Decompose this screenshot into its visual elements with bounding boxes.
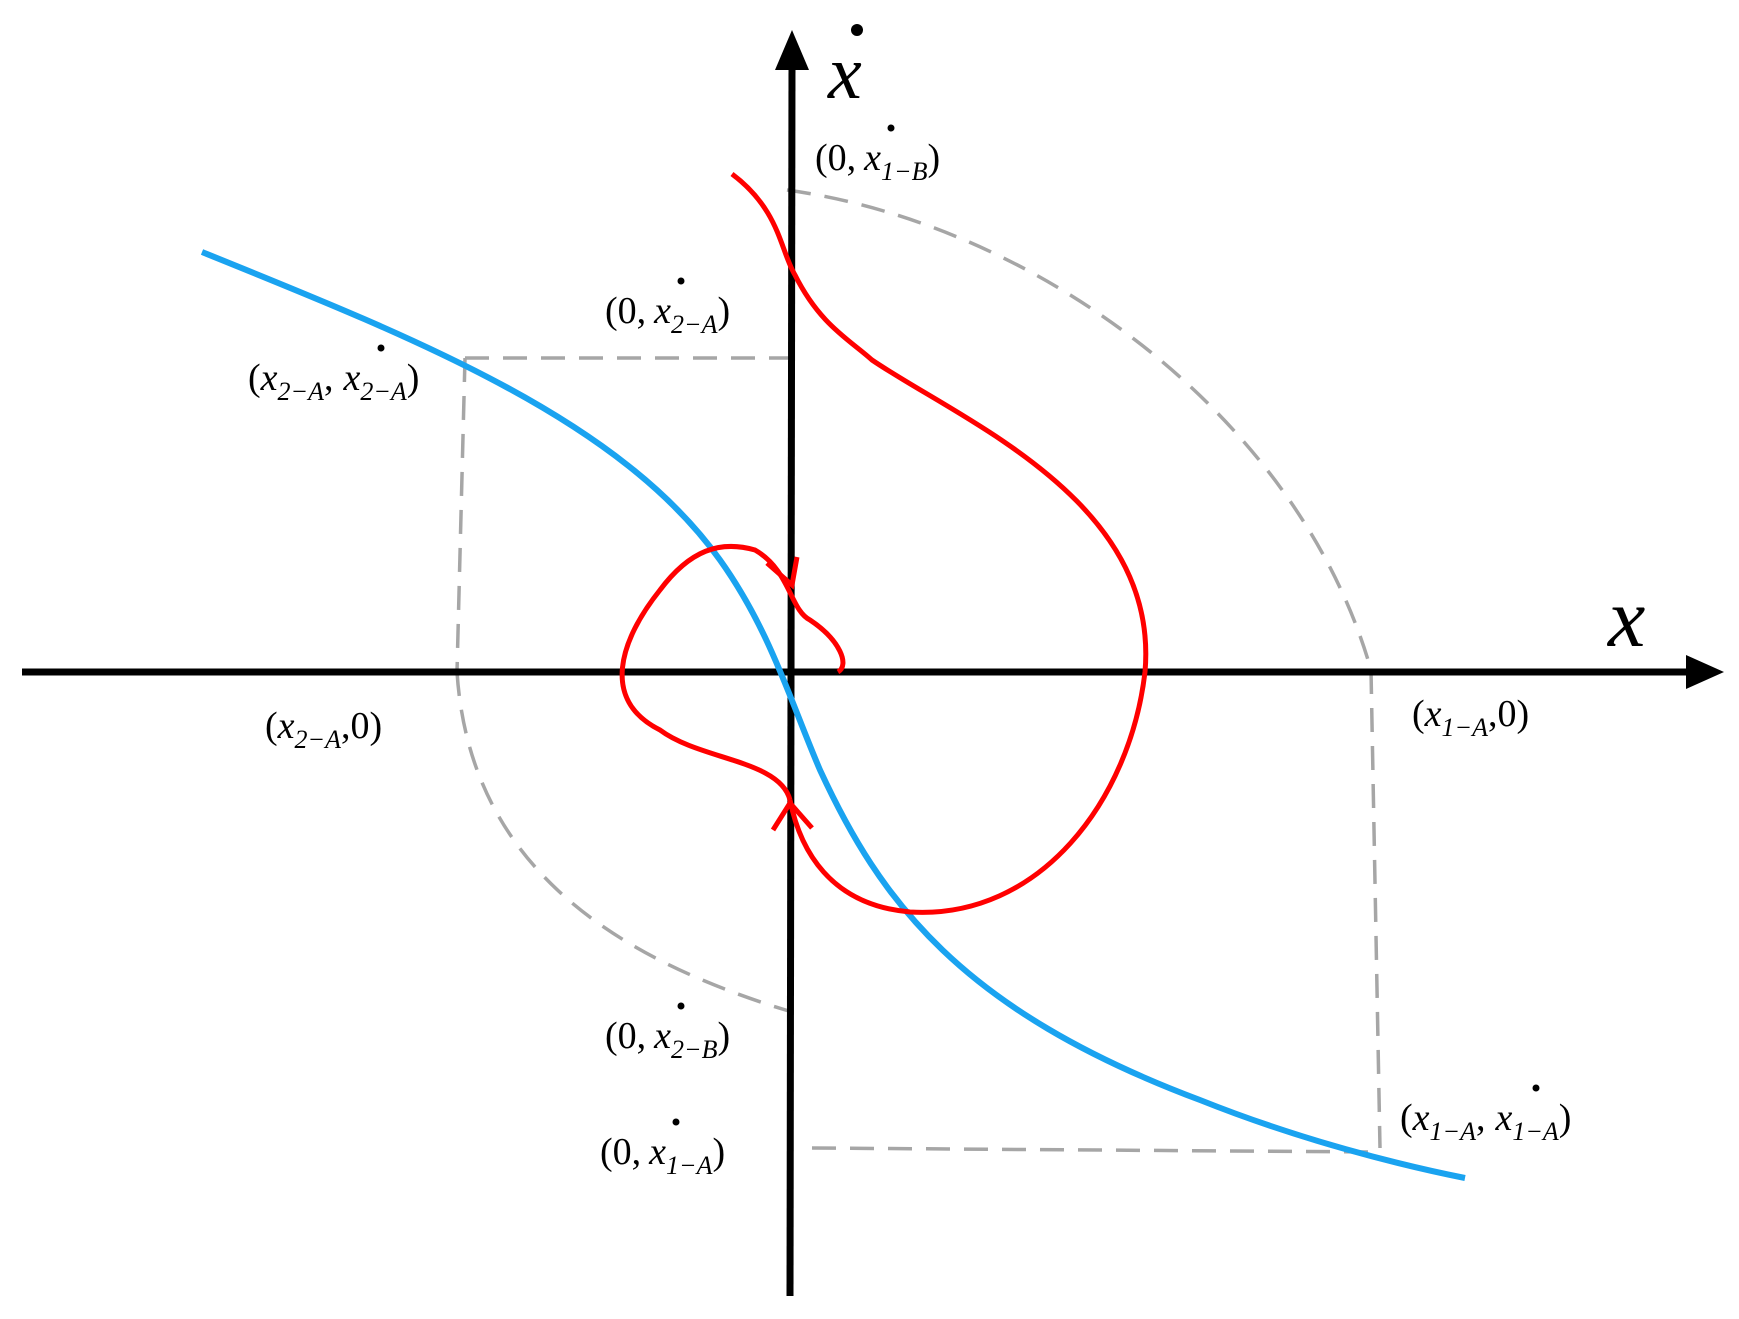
- label-y-1A: (0,x1−A): [600, 1118, 725, 1180]
- label-y-2B-dot: [677, 1002, 685, 1010]
- label-point-1A-text: (x1−A,x1−A): [1400, 1097, 1571, 1146]
- point-labels: (0,x1−B) (0,x2−A) (x2−A,x2−A): [248, 124, 1571, 1180]
- label-y-2B: (0,x2−B): [605, 1002, 730, 1064]
- blue-curve: [200, 249, 1466, 1181]
- dashed-inner-arc: [455, 671, 793, 1014]
- x-axis-arrowhead: [1686, 655, 1724, 689]
- label-y-2A-text: (0,x2−A): [605, 290, 730, 339]
- dashed-x2A-vertical: [455, 357, 467, 673]
- axes: [22, 30, 1724, 1297]
- label-y-2A: (0,x2−A): [605, 277, 730, 339]
- dashed-x1A-horizontal: [811, 1146, 1377, 1154]
- red-arrow-lower: [770, 798, 814, 832]
- label-x-1A-text: (x1−A,0): [1412, 693, 1529, 742]
- y-axis-label-dot: [851, 24, 863, 36]
- red-arrow-upper: [765, 556, 800, 590]
- label-point-2A-dot: [377, 344, 385, 352]
- label-point-1A: (x1−A,x1−A): [1400, 1084, 1571, 1146]
- red-outer-loop: [730, 172, 1149, 915]
- x-axis-label: x: [1606, 572, 1645, 665]
- dashed-outer-arc: [786, 188, 1373, 671]
- label-y-2B-text: (0,x2−B): [605, 1015, 730, 1064]
- label-y-1A-text: (0,x1−A): [600, 1131, 725, 1180]
- red-trajectories: [619, 172, 1149, 915]
- y-axis-label: x: [827, 31, 862, 115]
- dashed-x1A-vertical: [1369, 669, 1382, 1149]
- label-y-2A-dot: [677, 277, 685, 285]
- label-point-2A-text: (x2−A,x2−A): [248, 357, 419, 406]
- label-x-1A: (x1−A,0): [1412, 693, 1529, 742]
- dashed-guides: [455, 188, 1382, 1154]
- axis-labels: x x: [827, 24, 1645, 665]
- label-y-1B-text: (0,x1−B): [815, 137, 940, 186]
- label-point-2A: (x2−A,x2−A): [248, 344, 419, 406]
- label-point-1A-dot: [1532, 1084, 1540, 1092]
- label-y-1B: (0,x1−B): [815, 124, 940, 186]
- red-inner-loop: [619, 543, 846, 801]
- y-axis: [786, 63, 796, 1297]
- y-axis-arrowhead: [775, 30, 809, 70]
- label-y-1A-dot: [672, 1118, 680, 1126]
- label-x-2A: (x2−A,0): [265, 705, 382, 754]
- label-x-2A-text: (x2−A,0): [265, 705, 382, 754]
- label-y-1B-dot: [887, 124, 895, 132]
